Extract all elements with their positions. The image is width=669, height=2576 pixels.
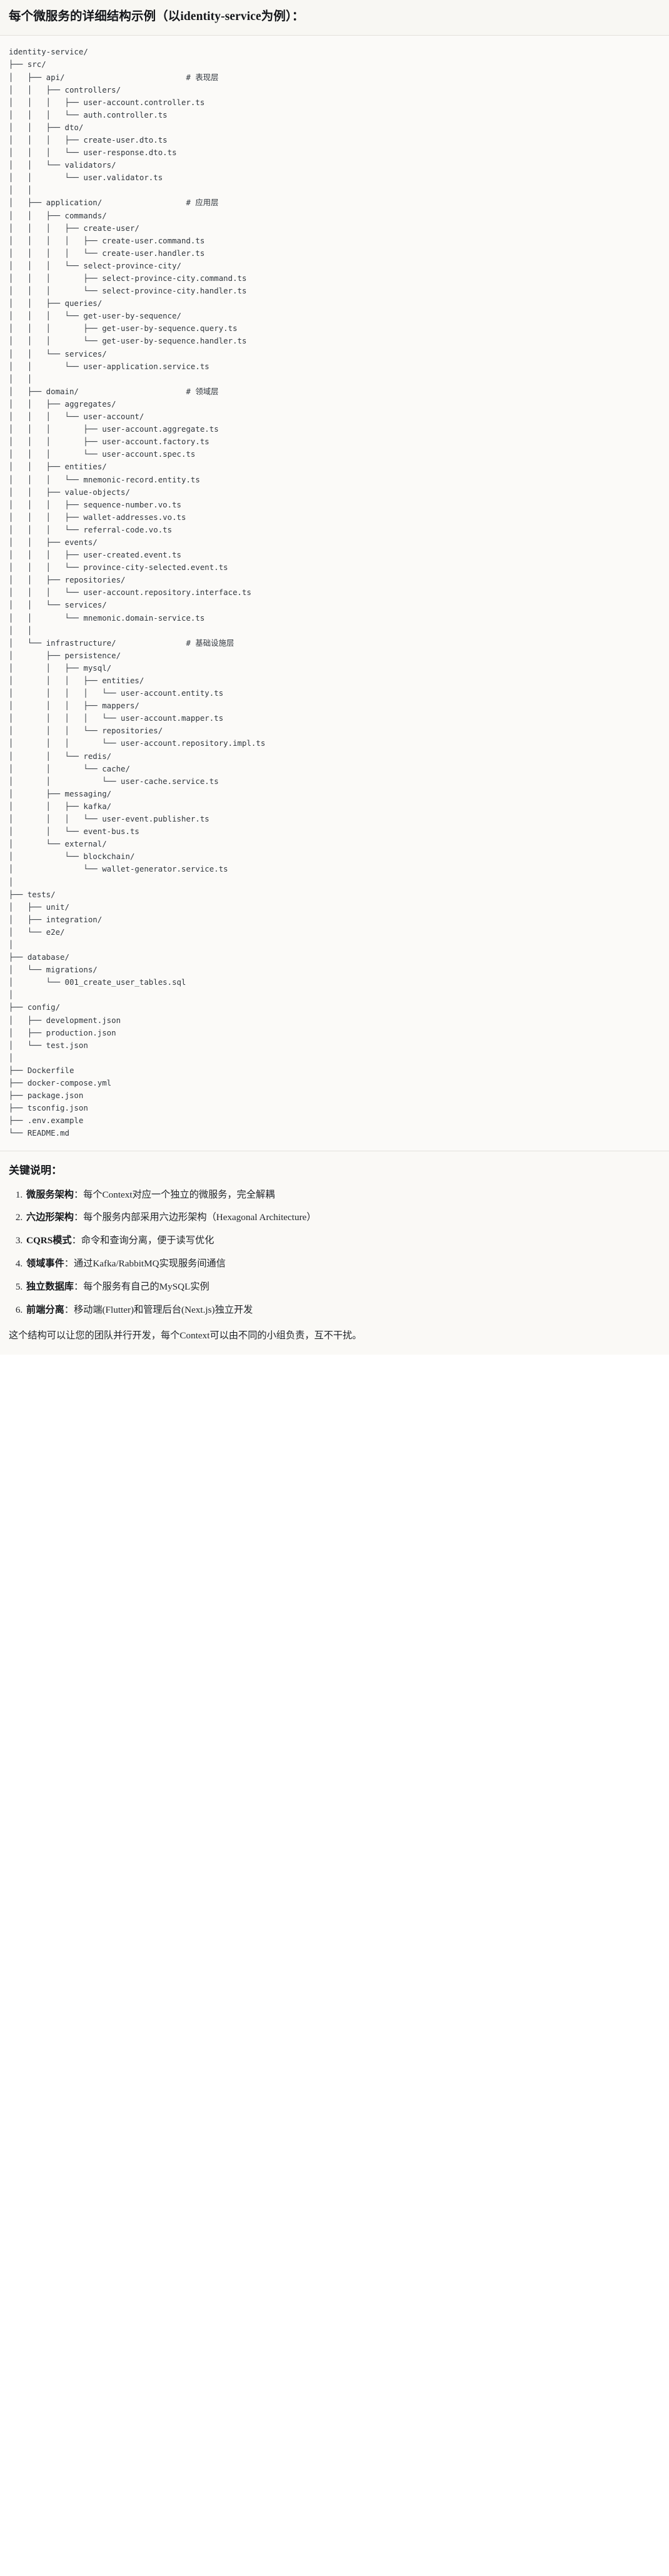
closing-paragraph: 这个结构可以让您的团队并行开发，每个Context可以由不同的小组负责，互不干扰…: [9, 1330, 362, 1341]
note-separator: ：: [73, 1281, 84, 1292]
note-description: 命令和查询分离，便于读写优化: [81, 1235, 214, 1246]
note-term: 前端分离: [26, 1304, 64, 1315]
note-separator: ：: [64, 1258, 74, 1269]
list-item: CQRS模式：命令和查询分离，便于读写优化: [25, 1234, 660, 1248]
note-term: 六边形架构: [26, 1212, 74, 1223]
document-page: 每个微服务的详细结构示例（以identity-service为例）： ident…: [0, 0, 669, 1355]
directory-tree: identity-service/ ├── src/ │ ├── api/ # …: [9, 47, 266, 1138]
note-description: 通过Kafka/RabbitMQ实现服务间通信: [73, 1258, 226, 1269]
list-item: 前端分离：移动端(Flutter)和管理后台(Next.js)独立开发: [25, 1303, 660, 1318]
note-separator: ：: [73, 1212, 84, 1223]
key-notes-title: 关键说明：: [9, 1164, 62, 1177]
list-item: 领域事件：通过Kafka/RabbitMQ实现服务间通信: [25, 1257, 660, 1271]
note-term: 独立数据库: [26, 1281, 74, 1292]
key-notes-section: 关键说明： 微服务架构：每个Context对应一个独立的微服务，完全解耦 六边形…: [0, 1151, 669, 1355]
list-item: 六边形架构：每个服务内部采用六边形架构（Hexagonal Architectu…: [25, 1211, 660, 1225]
note-description: 每个Context对应一个独立的微服务，完全解耦: [83, 1189, 275, 1200]
note-description: 每个服务有自己的MySQL实例: [83, 1281, 209, 1292]
directory-tree-section: identity-service/ ├── src/ │ ├── api/ # …: [0, 36, 669, 1152]
key-notes-list: 微服务架构：每个Context对应一个独立的微服务，完全解耦 六边形架构：每个服…: [9, 1188, 660, 1318]
note-description: 移动端(Flutter)和管理后台(Next.js)独立开发: [73, 1304, 253, 1315]
note-separator: ：: [73, 1189, 84, 1200]
list-item: 微服务架构：每个Context对应一个独立的微服务，完全解耦: [25, 1188, 660, 1203]
heading-section: 每个微服务的详细结构示例（以identity-service为例）：: [0, 0, 669, 36]
note-separator: ：: [64, 1304, 74, 1315]
note-term: CQRS模式: [26, 1235, 72, 1246]
page-title: 每个微服务的详细结构示例（以identity-service为例）：: [9, 10, 304, 23]
note-separator: ：: [71, 1235, 81, 1246]
note-term: 微服务架构: [26, 1189, 74, 1200]
note-description: 每个服务内部采用六边形架构（Hexagonal Architecture）: [83, 1212, 316, 1223]
note-term: 领域事件: [26, 1258, 64, 1269]
list-item: 独立数据库：每个服务有自己的MySQL实例: [25, 1280, 660, 1295]
